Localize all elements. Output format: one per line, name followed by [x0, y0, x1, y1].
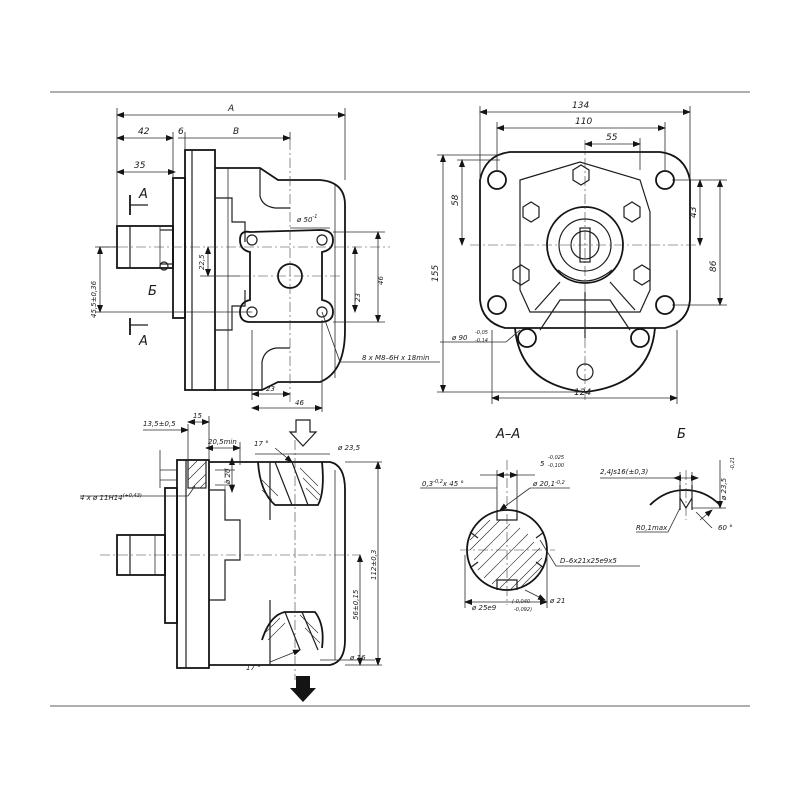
dim-23b: 23	[266, 385, 275, 393]
dim-25e9: ø 25e9	[471, 604, 497, 612]
dim-5-up: -0,025	[548, 455, 564, 461]
dim-22-5: 22,5	[198, 254, 206, 270]
dim-23a: 23	[354, 293, 362, 302]
dim-B: B	[233, 127, 239, 137]
dim-0-3: 0,3-0,2x 45 °	[422, 479, 464, 488]
view-mark-b: Б	[148, 284, 157, 299]
dim-42: 42	[138, 127, 150, 137]
dim-23-5: ø 23,5	[337, 444, 361, 452]
dim-23-5b: ø 23,5	[720, 477, 728, 501]
dim-58: 58	[451, 194, 461, 206]
section-aa-view	[420, 460, 640, 608]
dim-5: 5	[540, 460, 545, 468]
dim-6: 6	[178, 127, 184, 137]
dim-45-5: 45,5±0,36	[90, 280, 98, 318]
dim-17b: 17 °	[246, 664, 261, 672]
dim-thread: 8 x M8–6H x 18min	[362, 354, 429, 362]
front-view	[437, 106, 727, 404]
dim-86: 86	[709, 260, 719, 272]
dim-13-5: 13,5±0,5	[143, 420, 176, 428]
dim-112: 112±0,3	[370, 550, 378, 580]
dim-r0-1: R0,1max	[636, 524, 668, 532]
dim-spline: D–6x21x25e9x5	[560, 557, 617, 565]
dim-46b: 46	[295, 399, 304, 407]
dim-16: ø 16	[349, 654, 366, 662]
side-view	[95, 108, 440, 412]
section-b-title: Б	[677, 427, 686, 442]
section-mark-a-bottom: А	[138, 334, 148, 349]
dim-90-up: -0,05	[475, 330, 488, 336]
dim-5-lo: -0,100	[548, 463, 564, 469]
dim-155: 155	[431, 265, 441, 282]
dim-15: 15	[193, 412, 202, 420]
dim-25e9-lo: -0,092)	[514, 607, 532, 613]
dim-20: ø 20	[224, 468, 232, 485]
dim-55: 55	[606, 133, 618, 143]
dim-90: ø 90	[451, 334, 468, 342]
dim-23-5b-tol: -0,21	[730, 457, 736, 470]
dim-A: A	[227, 104, 234, 114]
dim-124: 124	[574, 388, 591, 398]
dim-20-1: ø 20,1-0,2	[532, 480, 565, 488]
detail-b-view	[600, 460, 726, 533]
dim-17a: 17 °	[254, 440, 269, 448]
section-mark-a-top: А	[138, 187, 148, 202]
dim-60: 60 °	[718, 524, 733, 532]
dim-25e9-up: (-0,040	[512, 599, 530, 605]
dim-4x11: 4 x ø 11H14(+0,43)	[80, 493, 142, 502]
dim-50: ø 50-1	[296, 214, 317, 224]
dim-43: 43	[689, 206, 699, 218]
section-view	[80, 416, 382, 702]
dim-20-5: 20,5min	[208, 438, 237, 446]
dim-134: 134	[572, 101, 589, 111]
dim-35: 35	[134, 161, 146, 171]
dim-21: ø 21	[549, 597, 565, 605]
dim-46a: 46	[377, 276, 385, 285]
dim-56: 56±0,15	[352, 589, 360, 620]
dim-2-4: 2,4Js16(±0,3)	[600, 468, 648, 476]
dim-110: 110	[575, 117, 592, 127]
dim-90-lo: -0,14	[475, 338, 488, 344]
section-aa-title: А–А	[495, 427, 520, 442]
